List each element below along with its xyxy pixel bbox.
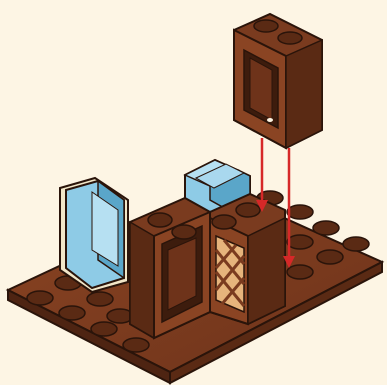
pin-hole: [267, 118, 273, 122]
arrow-down-icon: [256, 138, 268, 212]
plate-stud: [287, 235, 313, 249]
plate-stud: [123, 338, 149, 352]
stud: [148, 213, 172, 227]
stud: [236, 203, 260, 217]
stud: [278, 32, 302, 44]
plate-stud: [343, 237, 369, 251]
stud: [212, 215, 236, 229]
window-frame-lattice: [210, 194, 285, 324]
floating-window-brick: [234, 14, 322, 148]
stud: [254, 20, 278, 32]
plate-stud: [317, 250, 343, 264]
plate-stud: [287, 265, 313, 279]
window-frame-left: [130, 198, 210, 338]
plate-stud: [87, 292, 113, 306]
blue-door-panel: [60, 178, 128, 292]
plate-stud: [59, 306, 85, 320]
plate-stud: [91, 322, 117, 336]
plate-stud: [27, 291, 53, 305]
plate-stud: [313, 221, 339, 235]
plate-stud: [287, 205, 313, 219]
stud: [172, 225, 196, 239]
